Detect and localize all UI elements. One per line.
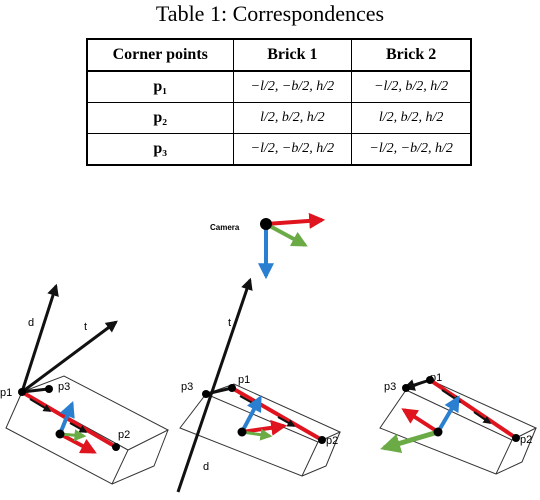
header-brick-1: Brick 1 xyxy=(232,38,353,72)
cell-brick2-p1: −l/2, b/2, h/2 xyxy=(351,70,473,103)
direction-line-t xyxy=(176,277,253,493)
table-header-row: Corner points Brick 1 Brick 2 xyxy=(86,38,473,72)
label-t: t xyxy=(84,321,87,333)
label-d: d xyxy=(203,461,209,473)
panel-1: d t p1 p2 p3 xyxy=(0,283,170,485)
label-p3: p3 xyxy=(58,381,70,393)
row-point-p2: p₂ xyxy=(86,102,234,134)
point-p1 xyxy=(426,376,434,384)
label-p2: p2 xyxy=(326,435,338,447)
camera-x-axis xyxy=(265,212,326,229)
edge-arrow xyxy=(473,411,492,424)
cell-brick1-p3: −l/2, −b/2, h/2 xyxy=(232,133,353,166)
brick-pose-figure: Camera d t p1 p2 p3 xyxy=(0,212,538,493)
camera-label: Camera xyxy=(210,223,240,232)
label-p3: p3 xyxy=(181,381,193,393)
brick-z-axis xyxy=(380,429,439,454)
row-point-p3: p₃ xyxy=(86,133,234,166)
label-p1: p1 xyxy=(238,374,250,386)
point-p3 xyxy=(402,384,410,392)
camera-frame: Camera xyxy=(210,212,326,280)
cell-brick1-p1: −l/2, −b/2, h/2 xyxy=(232,70,353,103)
point-p2 xyxy=(512,434,520,442)
point-p3 xyxy=(202,390,210,398)
header-brick-2: Brick 2 xyxy=(351,38,473,72)
direction-line-d xyxy=(20,283,59,393)
label-p1: p1 xyxy=(0,387,12,399)
point-p1 xyxy=(18,388,26,396)
point-p2 xyxy=(318,436,326,444)
cell-brick1-p2: l/2, b/2, h/2 xyxy=(232,102,353,134)
edge-p1-p2 xyxy=(20,390,118,449)
label-t: t xyxy=(228,317,231,329)
edge-p1-p3 xyxy=(21,387,49,394)
brick-3-outline xyxy=(379,379,538,475)
point-p1 xyxy=(228,384,236,392)
panel-2: t d p1 p2 p3 xyxy=(176,277,342,493)
cell-brick2-p2: l/2, b/2, h/2 xyxy=(351,102,473,134)
edge-arrow xyxy=(29,398,52,412)
row-point-p1: p₁ xyxy=(86,70,234,103)
brick-1-outline xyxy=(5,375,170,485)
label-p2: p2 xyxy=(118,429,130,441)
cell-brick2-p3: −l/2, −b/2, h/2 xyxy=(351,133,473,166)
table-row: p₁ −l/2, −b/2, h/2 −l/2, b/2, h/2 xyxy=(86,70,473,103)
header-corner-points: Corner points xyxy=(86,38,234,72)
label-p1: p1 xyxy=(430,372,442,384)
brick-center xyxy=(237,427,247,437)
brick-x-axis xyxy=(401,408,440,434)
camera-origin xyxy=(260,218,272,230)
table-caption: Table 1: Correspondences xyxy=(155,1,385,26)
direction-line-t xyxy=(21,320,118,394)
label-p2: p2 xyxy=(520,434,532,446)
correspondence-table: Corner points Brick 1 Brick 2 p₁ −l/2, −… xyxy=(86,38,473,166)
brick-x-axis xyxy=(241,419,288,436)
brick-center xyxy=(433,427,443,437)
brick-y-axis xyxy=(58,401,75,435)
point-p3 xyxy=(45,385,53,393)
table-row: p₂ l/2, b/2, h/2 l/2, b/2, h/2 xyxy=(86,102,473,134)
brick-y-axis xyxy=(436,395,460,434)
label-d: d xyxy=(28,317,34,329)
edge-p1-p2 xyxy=(428,378,518,440)
table-row: p₃ −l/2, −b/2, h/2 −l/2, −b/2, h/2 xyxy=(86,133,473,166)
label-p3: p3 xyxy=(384,381,396,393)
brick-center xyxy=(55,429,65,439)
panel-3: p1 p2 p3 xyxy=(379,372,538,475)
brick-x-axis xyxy=(59,432,97,454)
camera-z-axis xyxy=(265,222,308,247)
point-p2 xyxy=(112,443,120,451)
brick-y-axis xyxy=(240,395,262,433)
edge-p3-p1 xyxy=(205,386,233,396)
brick-z-axis xyxy=(241,428,273,441)
